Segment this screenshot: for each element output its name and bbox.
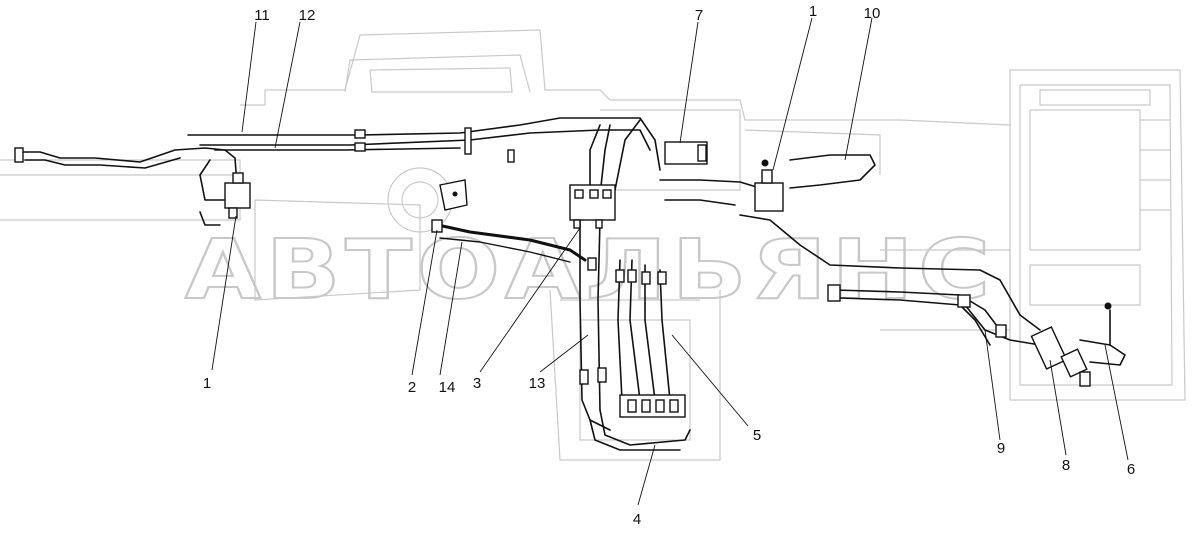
callout-5: 5 [753,427,761,444]
callout-6: 6 [1127,461,1135,478]
valve-block-left [224,172,251,219]
callout-1-top: 1 [809,3,817,20]
bracket-center-left [439,179,468,211]
tractor-frame-outline [0,29,1186,461]
callout-8: 8 [1062,457,1070,474]
callout-2: 2 [408,379,416,396]
callout-14: 14 [439,379,456,396]
valve-block-right [754,159,784,212]
distributor-upper [569,184,616,229]
distributor-lower [619,394,686,418]
callout-13: 13 [529,375,546,392]
callout-1-left: 1 [203,375,211,392]
callout-10: 10 [864,5,881,22]
callout-3: 3 [473,375,481,392]
callout-9: 9 [997,440,1005,457]
fittings [14,127,1007,385]
valve-cluster-rear [1030,302,1112,387]
callout-11: 11 [254,7,270,24]
callout-labels: 11 12 1 2 14 3 13 5 4 7 1 10 9 8 6 [203,3,1135,528]
solenoid-valve-7 [664,141,708,165]
callout-12: 12 [299,7,316,24]
leader-lines [211,17,1129,506]
callout-4: 4 [633,511,641,528]
callout-7: 7 [695,7,703,24]
